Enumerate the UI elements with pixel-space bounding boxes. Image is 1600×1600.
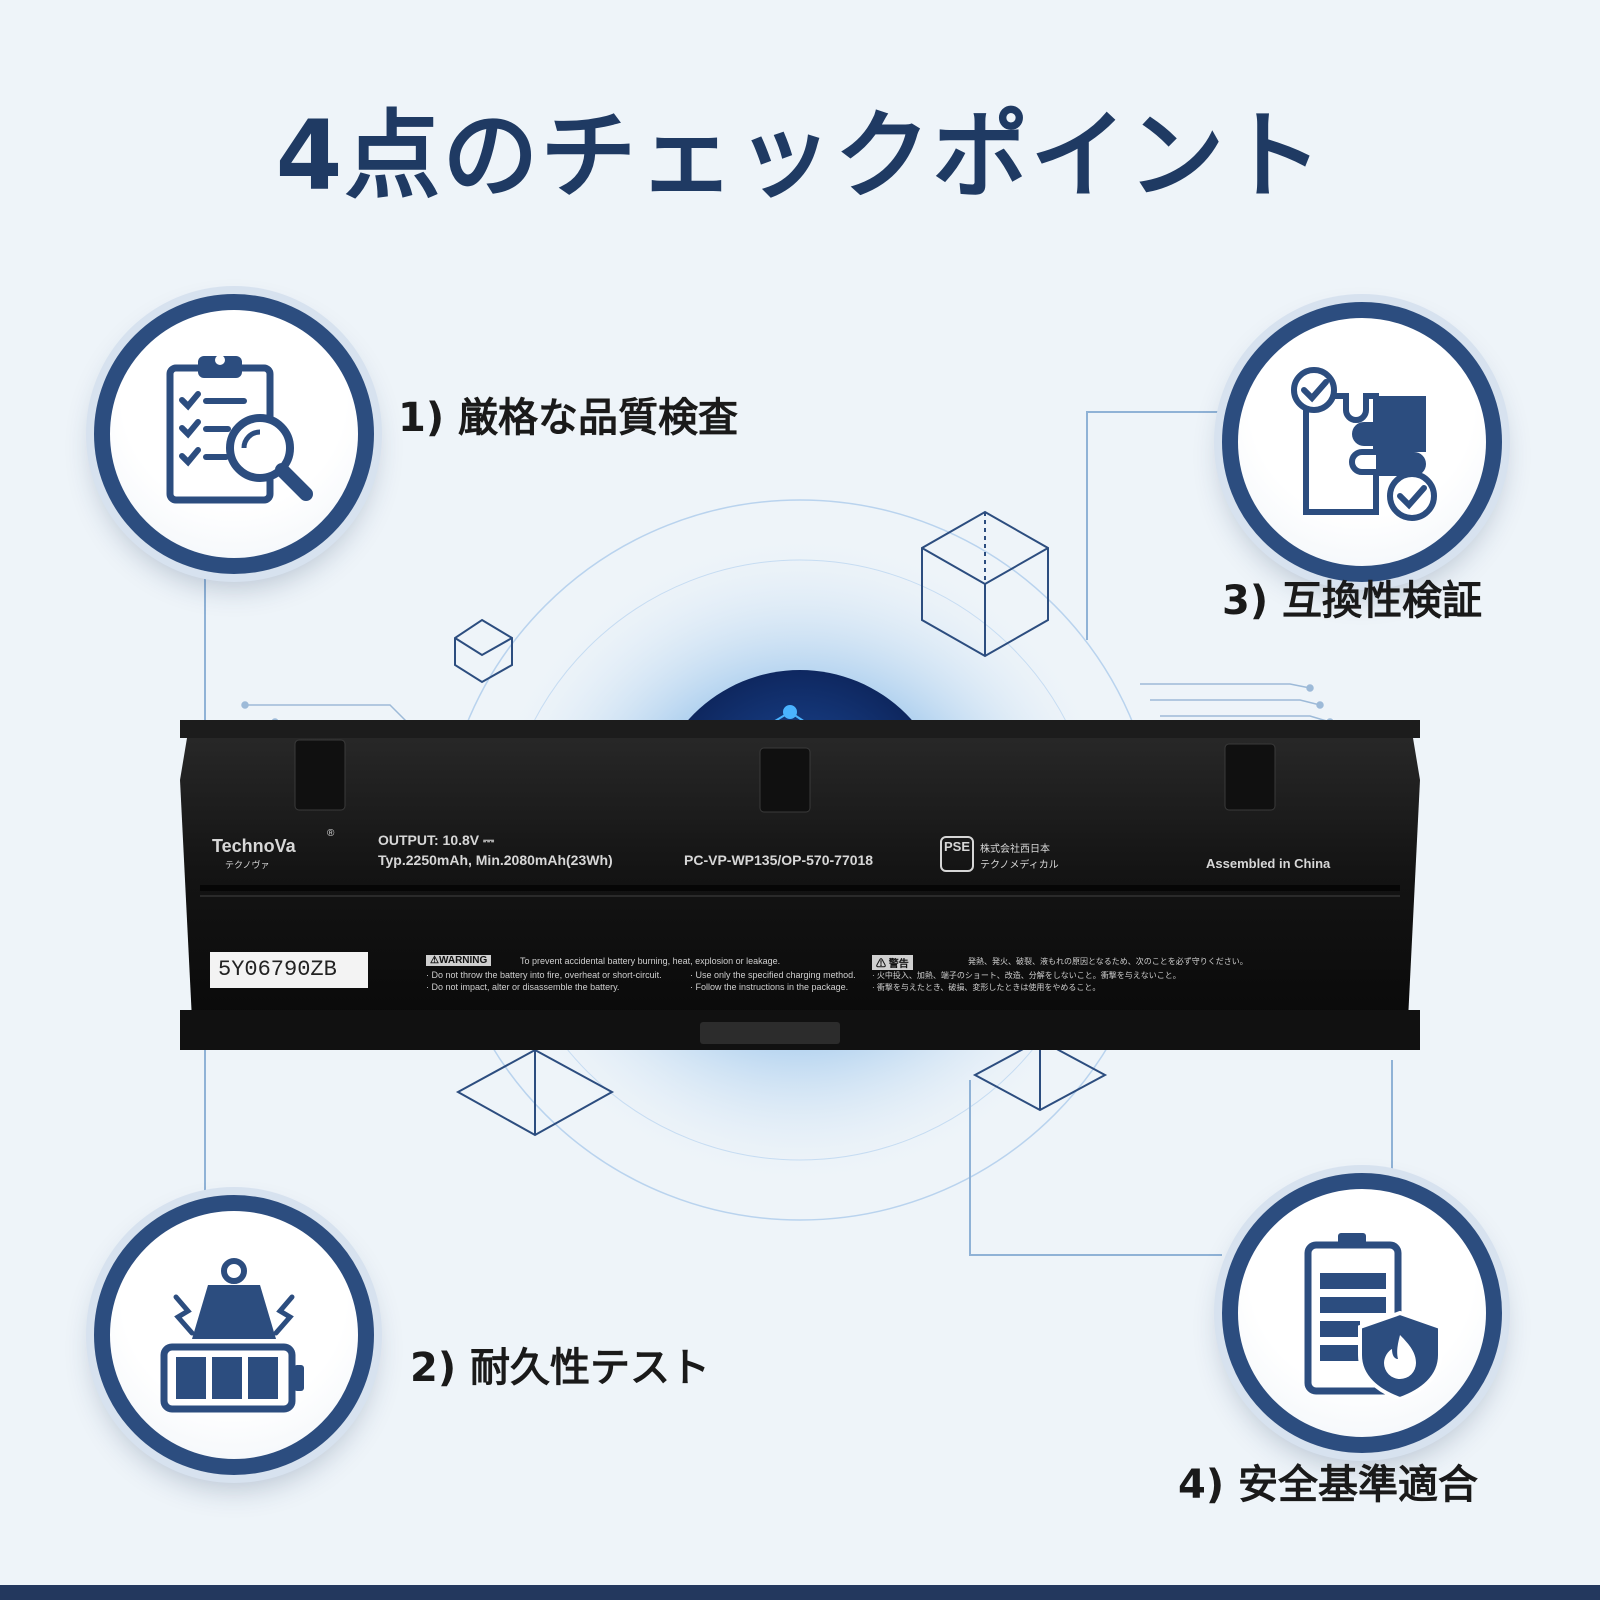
clipboard-magnifier-icon	[166, 355, 313, 504]
jp-warning-intro: 発熱、発火、破裂、液もれの原因となるため、次のことを必ず守りください。	[968, 957, 1248, 966]
warning-line-1: · Do not throw the battery into fire, ov…	[426, 970, 662, 980]
wireframe-cube	[921, 510, 1049, 658]
jp-warning-title: ⚠ 警告	[872, 955, 913, 970]
serial-number-sticker: 5Y06790ZB	[210, 952, 368, 988]
jp-warning-line-1: · 火中投入、加熱、端子のショート、改造、分解をしないこと。衝撃を与えないこと。	[872, 971, 1181, 980]
brand-name: TechnoVa	[212, 836, 296, 856]
puzzle-check-icon	[1291, 367, 1437, 521]
battery-shield-fire-icon	[1304, 1233, 1442, 1399]
output-spec: OUTPUT: 10.8V ⎓	[378, 832, 495, 848]
badge-durability	[94, 1195, 374, 1475]
brand-kana: テクノヴァ	[225, 860, 270, 870]
warning-line-4: · Follow the instructions in the package…	[690, 982, 849, 992]
badge-quality-inspection	[94, 294, 374, 574]
warning-line-3: · Use only the specified charging method…	[690, 970, 856, 980]
checkpoint-1-label: 1) 厳格な品質検査	[398, 395, 739, 441]
page-title: 4点のチェックポイント	[275, 100, 1325, 212]
wireframe-cube-bottom-right	[972, 1038, 1108, 1112]
checkpoint-4-label: 4) 安全基準適合	[1178, 1462, 1479, 1508]
origin-label: Assembled in China	[1206, 856, 1331, 871]
distributor-line-1: 株式会社西日本	[980, 844, 1050, 855]
capacity-spec: Typ.2250mAh, Min.2080mAh(23Wh)	[378, 852, 613, 868]
warning-title: ⚠WARNING	[426, 955, 492, 966]
wireframe-cube-small	[454, 618, 513, 684]
connector-pins	[700, 1022, 840, 1044]
footer-bar	[0, 1585, 1600, 1600]
weight-battery-icon	[160, 1258, 304, 1413]
checkpoint-2-label: 2) 耐久性テスト	[410, 1345, 711, 1391]
jp-warning-line-2: · 衝撃を与えたとき、破損、変形したときは使用をやめること。	[872, 983, 1101, 992]
checkpoint-3-label: 3) 互換性検証	[1222, 578, 1483, 624]
badge-safety-standard	[1222, 1173, 1502, 1453]
wireframe-cube-bottom	[455, 1048, 615, 1137]
battery-pack	[180, 720, 1420, 1050]
brand-registered-mark: ®	[327, 828, 335, 839]
distributor-line-2: テクノメディカル	[980, 860, 1059, 871]
pse-mark: PSE	[940, 836, 974, 872]
warning-intro: To prevent accidental battery burning, h…	[520, 956, 781, 966]
model-number: PC-VP-WP135/OP-570-77018	[684, 852, 874, 868]
badge-compatibility	[1222, 302, 1502, 582]
warning-line-2: · Do not impact, alter or disassemble th…	[426, 982, 620, 992]
